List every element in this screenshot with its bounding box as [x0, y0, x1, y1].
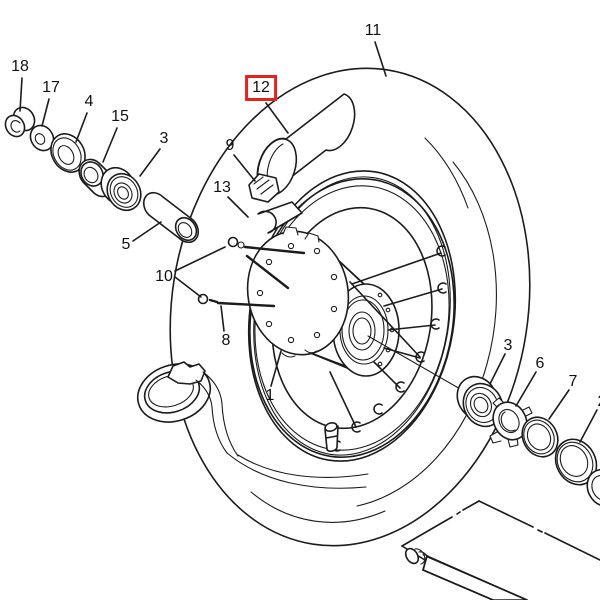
- assembly-axis-line: [367, 335, 463, 391]
- part-13-arm: [257, 201, 303, 234]
- part-7-seal-right: [521, 416, 559, 458]
- callout-3-right[interactable]: 3: [503, 337, 513, 354]
- hub-flange: [246, 226, 350, 358]
- callout-17[interactable]: 17: [42, 79, 60, 96]
- callout-12-highlighted[interactable]: 12: [245, 75, 277, 101]
- part-4-seal: [50, 133, 86, 173]
- part-3-bearing-left: [100, 166, 142, 212]
- part-17-washer: [29, 124, 55, 152]
- part-6-retainer: [489, 397, 533, 448]
- callout-3-left[interactable]: 3: [159, 130, 169, 147]
- partial-ring-edge: [586, 468, 600, 508]
- part-5-spacer: [142, 191, 200, 244]
- callout-5[interactable]: 5: [121, 236, 131, 253]
- callout-18[interactable]: 18: [11, 58, 29, 75]
- callout-7[interactable]: 7: [568, 373, 578, 390]
- reference-plane: [401, 500, 600, 600]
- leader-lines: [19, 41, 598, 443]
- part-10-spokes: [197, 236, 306, 308]
- axle: [404, 547, 528, 600]
- callout-15[interactable]: 15: [111, 108, 129, 125]
- callout-11[interactable]: 11: [364, 22, 382, 39]
- part-18-nut: [4, 106, 36, 138]
- part-9-tab: [248, 173, 280, 203]
- callout-8[interactable]: 8: [221, 332, 231, 349]
- wheel-spokes: [329, 252, 443, 428]
- callout-10[interactable]: 10: [155, 268, 173, 285]
- callout-13[interactable]: 13: [213, 179, 231, 196]
- part-12-drive-unit: [248, 93, 356, 234]
- callout-6[interactable]: 6: [535, 355, 545, 372]
- tire-cross-section: [136, 361, 369, 489]
- callout-2-partial[interactable]: 2: [598, 394, 600, 410]
- callout-1[interactable]: 1: [265, 387, 275, 404]
- part-1-hub: [246, 226, 400, 377]
- callout-9[interactable]: 9: [225, 137, 235, 154]
- callout-4[interactable]: 4: [84, 93, 94, 110]
- valve-stem: [324, 422, 339, 453]
